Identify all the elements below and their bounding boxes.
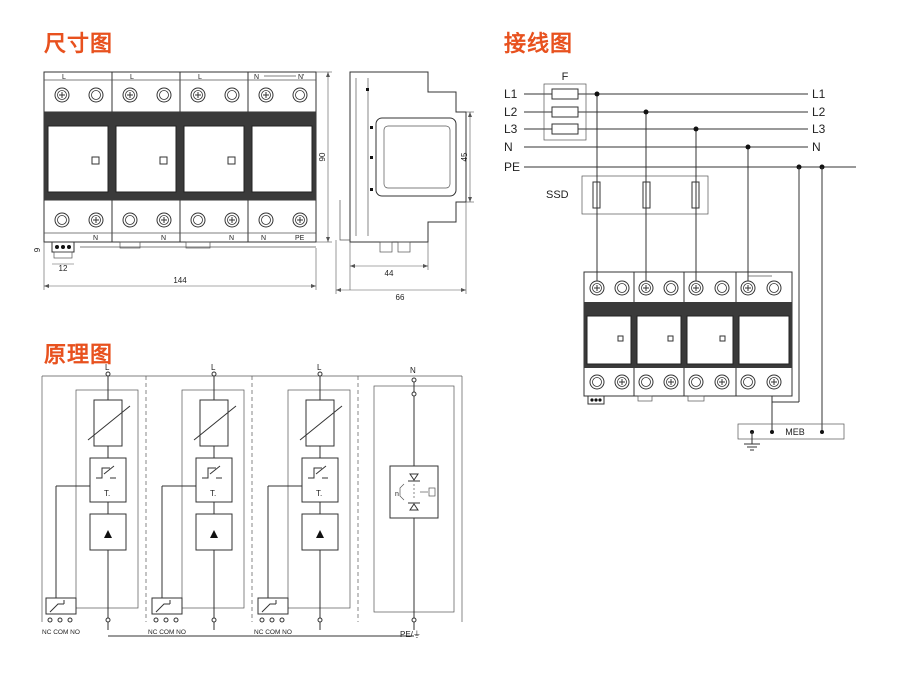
sch-n-label: n (395, 491, 399, 498)
wire-label-l2-right: L2 (812, 105, 826, 119)
dim-width: 144 (173, 276, 187, 285)
wire-label-n: N (504, 140, 513, 154)
wire-label-l1: L1 (504, 87, 518, 101)
sch-contacts-2: NC COM NO (148, 629, 186, 636)
dim-total-depth: 66 (396, 293, 405, 302)
wiring-diagram: L1 L2 L3 N PE L1 L2 L3 N F SSD (504, 71, 856, 451)
sch-top-label-3: L (317, 363, 322, 372)
front-view: L L L N N' N N N N PE 144 90 12 9 (33, 71, 332, 290)
front-bottom-label-4: N (261, 235, 266, 242)
sch-contacts-3: NC COM NO (254, 629, 292, 636)
wire-label-l3: L3 (504, 122, 518, 136)
front-top-label-1: L (62, 74, 66, 81)
dim-side-height: 45 (460, 152, 469, 161)
meb-label: MEB (785, 427, 805, 437)
fuse-label: F (562, 71, 569, 83)
sch-top-label-2: L (211, 363, 216, 372)
sch-module-1: L T. NC COM NO (42, 363, 139, 636)
front-bottom-label-3: N (229, 235, 234, 242)
sch-thermal-2: T. (210, 489, 216, 498)
sch-contacts-1: NC COM NO (42, 629, 80, 636)
wire-label-l1-right: L1 (812, 87, 826, 101)
wire-label-pe: PE (504, 160, 520, 174)
wire-label-l3-right: L3 (812, 122, 826, 136)
wire-label-l2: L2 (504, 105, 518, 119)
front-top-label-4: N (254, 74, 259, 81)
schematic-diagram: N n PE/⏚ L T. NC C (41, 363, 463, 639)
front-bottom-label-5: PE (295, 235, 305, 242)
front-bottom-label-2: N (161, 235, 166, 242)
schematic-title: 原理图 (44, 343, 114, 368)
side-view: 45 44 66 (335, 71, 474, 302)
dimensions-title: 尺寸图 (44, 32, 114, 57)
front-top-label-2: L (130, 74, 134, 81)
sch-top-label-n: N (410, 366, 416, 375)
wiring-title: 接线图 (504, 32, 574, 57)
dim-rail-depth: 44 (385, 269, 394, 278)
front-bottom-label-1: N (93, 235, 98, 242)
sch-thermal-1: T. (104, 489, 110, 498)
dim-connector-width: 12 (59, 264, 68, 273)
sch-module-2: L T. NC COM NO (148, 363, 245, 636)
ssd-label: SSD (546, 189, 569, 201)
sch-thermal-3: T. (316, 489, 322, 498)
dim-height: 90 (318, 152, 327, 161)
front-top-label-n-prime: N' (298, 74, 304, 81)
sch-top-label-1: L (105, 363, 110, 372)
sch-pe-label: PE/⏚ (400, 630, 421, 639)
sch-module-3: L T. NC COM NO (254, 363, 351, 636)
dim-connector-height: 9 (33, 247, 42, 252)
wire-label-n-right: N (812, 140, 821, 154)
front-top-label-3: L (198, 74, 202, 81)
